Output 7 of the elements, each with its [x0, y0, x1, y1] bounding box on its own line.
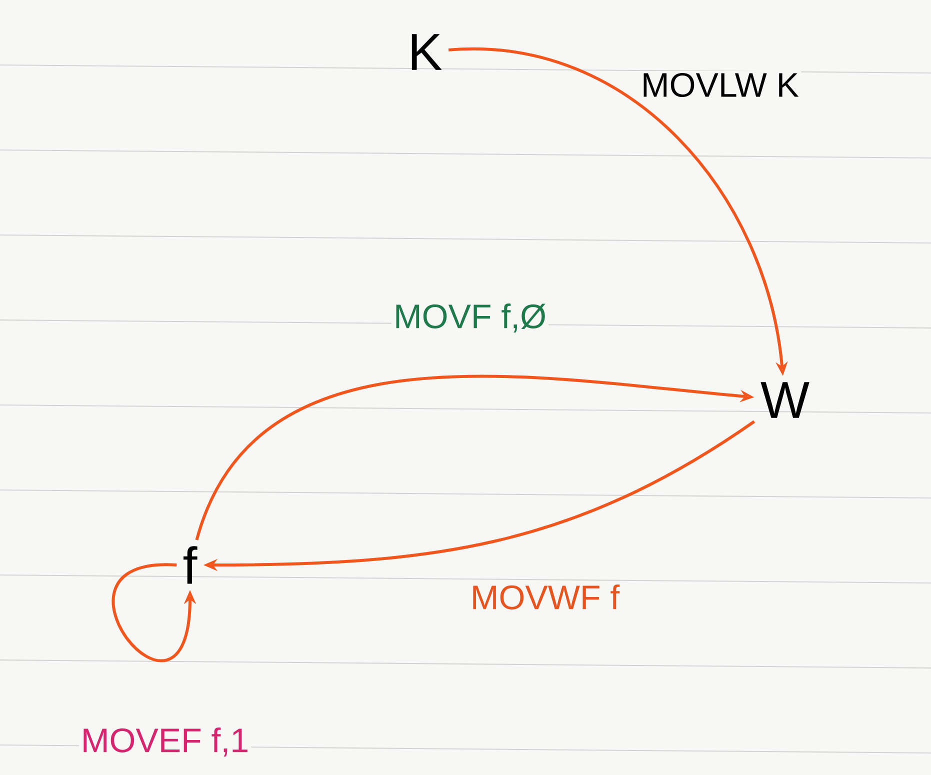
- edge-label: MOVWF f: [468, 582, 622, 612]
- node-letter: K: [412, 34, 442, 70]
- edge-label: MOVF f,Ø: [392, 302, 548, 334]
- node-letter: f: [184, 546, 198, 584]
- edge-label: MOVEF f,1: [78, 726, 252, 758]
- node-letter: W: [760, 382, 810, 418]
- edge-label: MOVLW K: [638, 70, 802, 100]
